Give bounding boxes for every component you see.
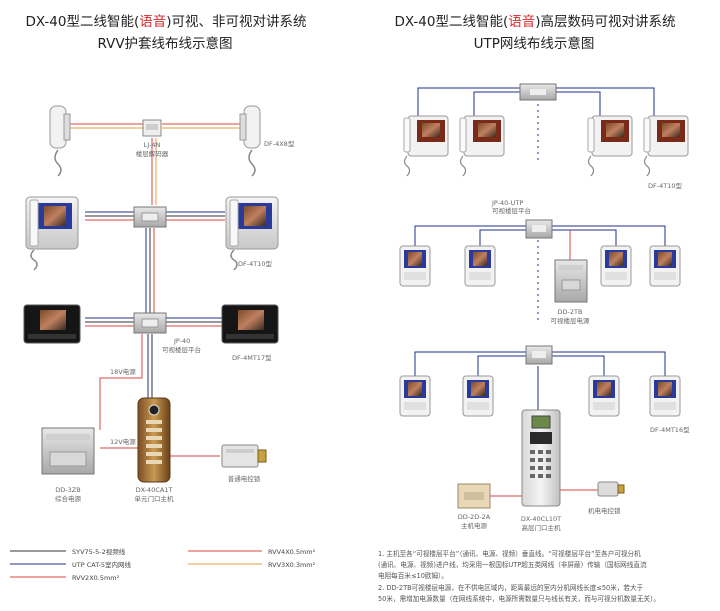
left-door-unit — [137, 397, 171, 483]
left-label-lock: 普通电控锁 — [228, 474, 261, 483]
left-label-dd3zb: DD-3ZB — [55, 486, 80, 494]
right-title-line1: DX-40型二线智能(语音)高层数码可视对讲系统 — [394, 13, 675, 30]
right-label-df4t10: DF-4T10型 — [648, 181, 682, 190]
note-line-2: (通讯、电源、视频)进户线，均采用一根国标UTP超五类网线（非屏蔽）传输（国标网… — [378, 560, 647, 569]
left-label-df4x8: DF-4X8型 — [264, 139, 295, 148]
right-label-dd2d2a: DD-2D-2A — [458, 513, 491, 521]
left-handset-1 — [49, 105, 71, 177]
right-electric-lock — [597, 481, 625, 497]
right-label-dd2tb: DD-2TB — [558, 308, 583, 316]
right-top-monitors — [403, 115, 689, 177]
left-label-lj4n: LJ-4N — [144, 141, 161, 149]
right-main-power — [457, 483, 491, 509]
right-monitor-mid-3 — [600, 245, 632, 287]
left-electric-lock — [221, 444, 267, 468]
right-floor-power — [554, 259, 588, 303]
right-label-dd2d2a-sub: 主机电源 — [461, 521, 488, 530]
right-monitor-mid-2 — [464, 245, 496, 287]
legend-item-utp: UTP CAT-5室内网线 — [72, 560, 132, 569]
right-label-jp40utp: JP-40-UTP — [491, 199, 523, 207]
right-monitor-low-2 — [462, 375, 494, 417]
right-label-dd2tb-sub: 可视楼层电源 — [551, 316, 591, 325]
right-monitor-top-4 — [643, 115, 689, 177]
left-label-dd3zb-sub: 综合电源 — [55, 494, 82, 503]
left-decoder — [142, 119, 162, 137]
left-black-monitor-1 — [23, 304, 81, 344]
right-door-unit — [521, 409, 561, 507]
left-label-12v: 12V电源 — [110, 437, 136, 446]
legend: SYV75-5-2视频线 UTP CAT-5室内网线 RVV2X0.5mm² R… — [10, 547, 316, 582]
note-line-3: 电阻每百米≤10欧姆）。 — [378, 571, 448, 580]
legend-item-video: SYV75-5-2视频线 — [72, 547, 126, 556]
right-monitor-mid-1 — [399, 245, 431, 287]
right-monitor-top-3 — [587, 115, 633, 177]
left-label-unit: DX-40CA1T — [136, 486, 173, 494]
left-label-df4t10: DF-4T10型 — [238, 259, 272, 268]
left-jp-platform-1 — [133, 206, 167, 228]
right-monitor-low-4 — [649, 375, 681, 417]
legend-item-rvv3x: RVV3X0.3mm² — [268, 561, 316, 569]
left-power-supply — [41, 427, 95, 475]
left-jp-platform-2 — [133, 312, 167, 334]
left-monitor-2 — [225, 196, 279, 271]
right-monitor-low-1 — [399, 375, 431, 417]
note-line-4: 2. DD-2TB可视楼层电源，在不供电区域内，距离最远的室内分机网线长度≤50… — [378, 583, 644, 592]
left-label-lj4n-sub: 楼层解码器 — [136, 149, 169, 158]
legend-item-rvv4x: RVV4X0.5mm² — [268, 548, 316, 556]
legend-item-rvv2x: RVV2X0.5mm² — [72, 574, 120, 582]
right-jp-platform-low — [525, 345, 553, 365]
right-monitor-top-1 — [403, 115, 449, 177]
right-label-lock: 机电电控锁 — [588, 506, 621, 515]
left-label-jp40-sub: 可视楼层平台 — [162, 345, 201, 354]
right-mid-monitors — [399, 245, 681, 287]
left-title-line1: DX-40型二线智能(语音)可视、非可视对讲系统 — [25, 13, 306, 30]
left-title-line2: RVV护套线布线示意图 — [97, 35, 232, 52]
right-jp-platform-mid — [525, 219, 553, 239]
right-monitor-mid-4 — [649, 245, 681, 287]
right-jp-platform-top — [519, 83, 557, 101]
left-label-jp40: JP-40 — [173, 337, 190, 345]
left-label-df4mt17: DF-4MT17型 — [232, 353, 272, 362]
note-line-1: 1. 主机至各“可视楼层平台”（通讯、电源、视频）垂直线。“可视楼层平台”至各户… — [378, 549, 641, 558]
right-low-monitors — [399, 375, 681, 417]
left-label-18v: 18V电源 — [110, 367, 136, 376]
left-label-unit-sub: 单元门口主机 — [135, 494, 175, 503]
right-title-line2: UTP网线布线示意图 — [474, 35, 595, 52]
left-monitor-1 — [25, 196, 79, 271]
right-monitor-low-3 — [588, 375, 620, 417]
right-label-df4mt16: DF-4MT16型 — [650, 425, 690, 434]
left-handset-2 — [239, 105, 261, 177]
right-notes: 1. 主机至各“可视楼层平台”（通讯、电源、视频）垂直线。“可视楼层平台”至各户… — [378, 549, 660, 603]
right-label-unit: DX-40CL10T — [521, 515, 561, 523]
left-black-monitor-2 — [221, 304, 279, 344]
right-monitor-top-2 — [459, 115, 505, 177]
note-line-5: 50米，需增加电源数量（在网线系统中，电源所需数量只与线长有关，而与可视分机数量… — [378, 594, 660, 603]
right-label-jp40utp-sub: 可视楼层平台 — [492, 206, 531, 215]
right-label-unit-sub: 高层门口主机 — [522, 523, 562, 532]
